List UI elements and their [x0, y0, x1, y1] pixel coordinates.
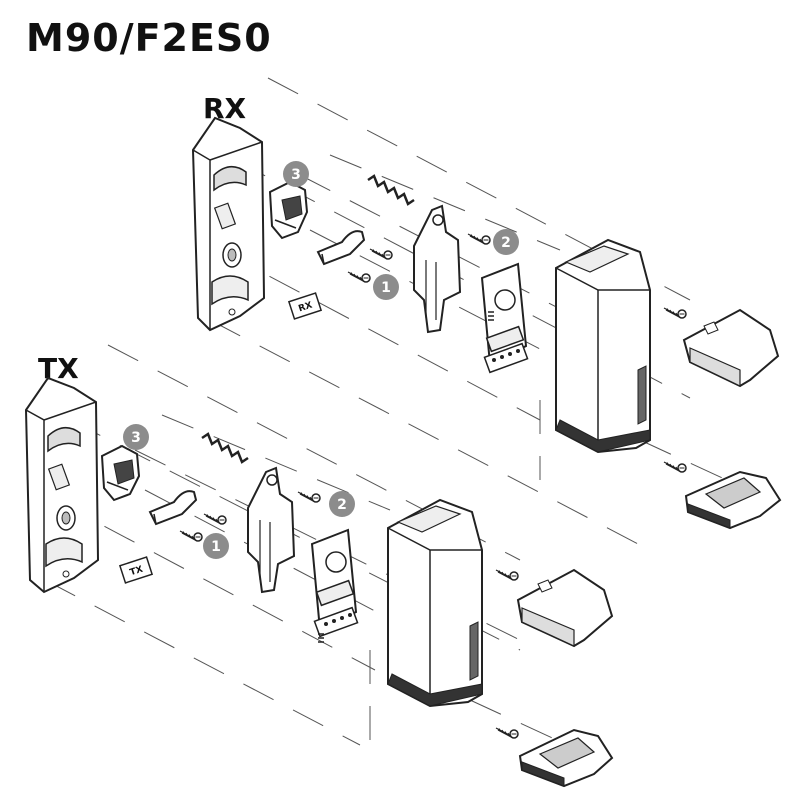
rx-callout-2-text: 2	[501, 235, 511, 251]
tx-callout-1-text: 1	[211, 539, 221, 555]
rx-screw-b	[347, 271, 371, 283]
tx-circuit-board	[310, 528, 359, 643]
tx-callout-3: 3	[123, 424, 149, 450]
tx-screw-e	[495, 727, 519, 739]
rx-screw-e	[663, 461, 687, 473]
rx-bottom-cap	[684, 470, 782, 530]
rx-callout-3-text: 3	[291, 167, 301, 183]
tx-mount-plate	[247, 466, 296, 594]
rx-bracket	[316, 230, 366, 266]
tx-group: TX	[24, 344, 614, 788]
page-title: M90/F2ES0	[26, 16, 272, 60]
tx-lock-clip	[100, 444, 141, 502]
tx-top-cap	[516, 568, 614, 648]
tx-callout-2-text: 2	[337, 497, 347, 513]
tx-callout-1: 1	[203, 533, 229, 559]
tx-main-cover	[387, 498, 483, 708]
rx-top-cap	[682, 308, 780, 388]
rx-circuit-board	[480, 262, 529, 374]
tx-screw-b	[179, 530, 203, 542]
rx-group: RX	[191, 77, 782, 546]
rx-tag-text: RX	[297, 301, 313, 315]
tx-bottom-cap	[518, 728, 614, 788]
tx-base-housing	[24, 376, 100, 594]
rx-callout-1-text: 1	[381, 280, 391, 296]
rx-callout-3: 3	[283, 161, 309, 187]
rx-mount-plate	[413, 204, 462, 334]
rx-callout-1: 1	[373, 274, 399, 300]
rx-callout-2: 2	[493, 229, 519, 255]
rx-lock-clip	[268, 180, 309, 240]
tx-bracket	[148, 490, 198, 526]
tx-group-label: TX	[38, 352, 79, 385]
tx-tag: TX	[118, 556, 154, 584]
tx-callout-3-text: 3	[131, 430, 141, 446]
rx-screw-c	[467, 233, 491, 245]
tx-callout-2: 2	[329, 491, 355, 517]
tx-screw-c	[297, 491, 321, 503]
tx-screw-d	[495, 569, 519, 581]
rx-main-cover	[555, 238, 651, 454]
rx-screw-a	[369, 248, 393, 260]
rx-screw-d	[663, 307, 687, 319]
rx-group-label: RX	[203, 92, 247, 125]
rx-base-housing	[191, 116, 266, 332]
rx-tag: RX	[287, 292, 323, 320]
tx-tag-text: TX	[129, 565, 145, 579]
